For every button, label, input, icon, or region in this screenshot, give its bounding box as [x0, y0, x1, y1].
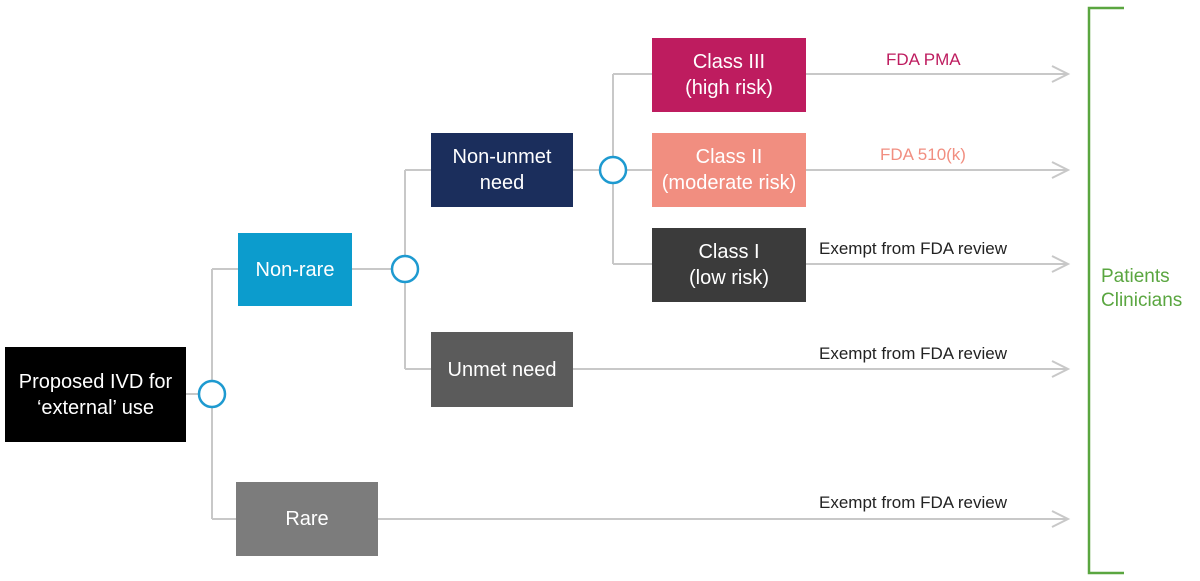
route-label-unmet-need: Exempt from FDA review — [819, 344, 1007, 363]
node-non-unmet-need: Non-unmet need — [431, 133, 573, 207]
node-unmet-need: Unmet need — [431, 332, 573, 407]
node-label: Non-rare — [255, 258, 335, 281]
route-label-class-iii: FDA PMA — [886, 50, 961, 69]
junction-circle — [598, 155, 628, 185]
node-label: Unmet need — [447, 358, 557, 381]
junction-circle — [197, 379, 227, 409]
end-users-label: Patients Clinicians — [1101, 266, 1183, 311]
node-label: Class II (moderate risk) — [661, 146, 797, 194]
node-class-ii: Class II (moderate risk) — [652, 133, 806, 207]
connector-lines — [186, 65, 1071, 528]
arrow-head-class2 — [1051, 161, 1071, 179]
route-label-rare: Exempt from FDA review — [819, 493, 1007, 512]
end-user-bracket — [1087, 6, 1124, 575]
route-label-class-ii: FDA 510(k) — [880, 145, 966, 164]
route-label-class-i: Exempt from FDA review — [819, 239, 1007, 258]
junction-circle — [390, 254, 420, 284]
node-label: Non-unmet need — [452, 146, 552, 194]
arrow-head-class3 — [1051, 65, 1071, 83]
arrow-head-unmet — [1051, 360, 1071, 378]
node-rare: Rare — [236, 482, 378, 556]
node-label: Proposed IVD for ‘external’ use — [18, 370, 173, 419]
node-label: Class I (low risk) — [689, 241, 769, 289]
node-label: Rare — [285, 508, 329, 530]
arrow-head-class1 — [1051, 255, 1071, 273]
node-proposed-ivd: Proposed IVD for ‘external’ use — [5, 347, 186, 442]
node-label: Class III (high risk) — [685, 51, 773, 99]
node-class-iii: Class III (high risk) — [652, 38, 806, 112]
arrow-head-rare — [1051, 510, 1071, 528]
node-non-rare: Non-rare — [238, 233, 352, 306]
node-class-i: Class I (low risk) — [652, 228, 806, 302]
